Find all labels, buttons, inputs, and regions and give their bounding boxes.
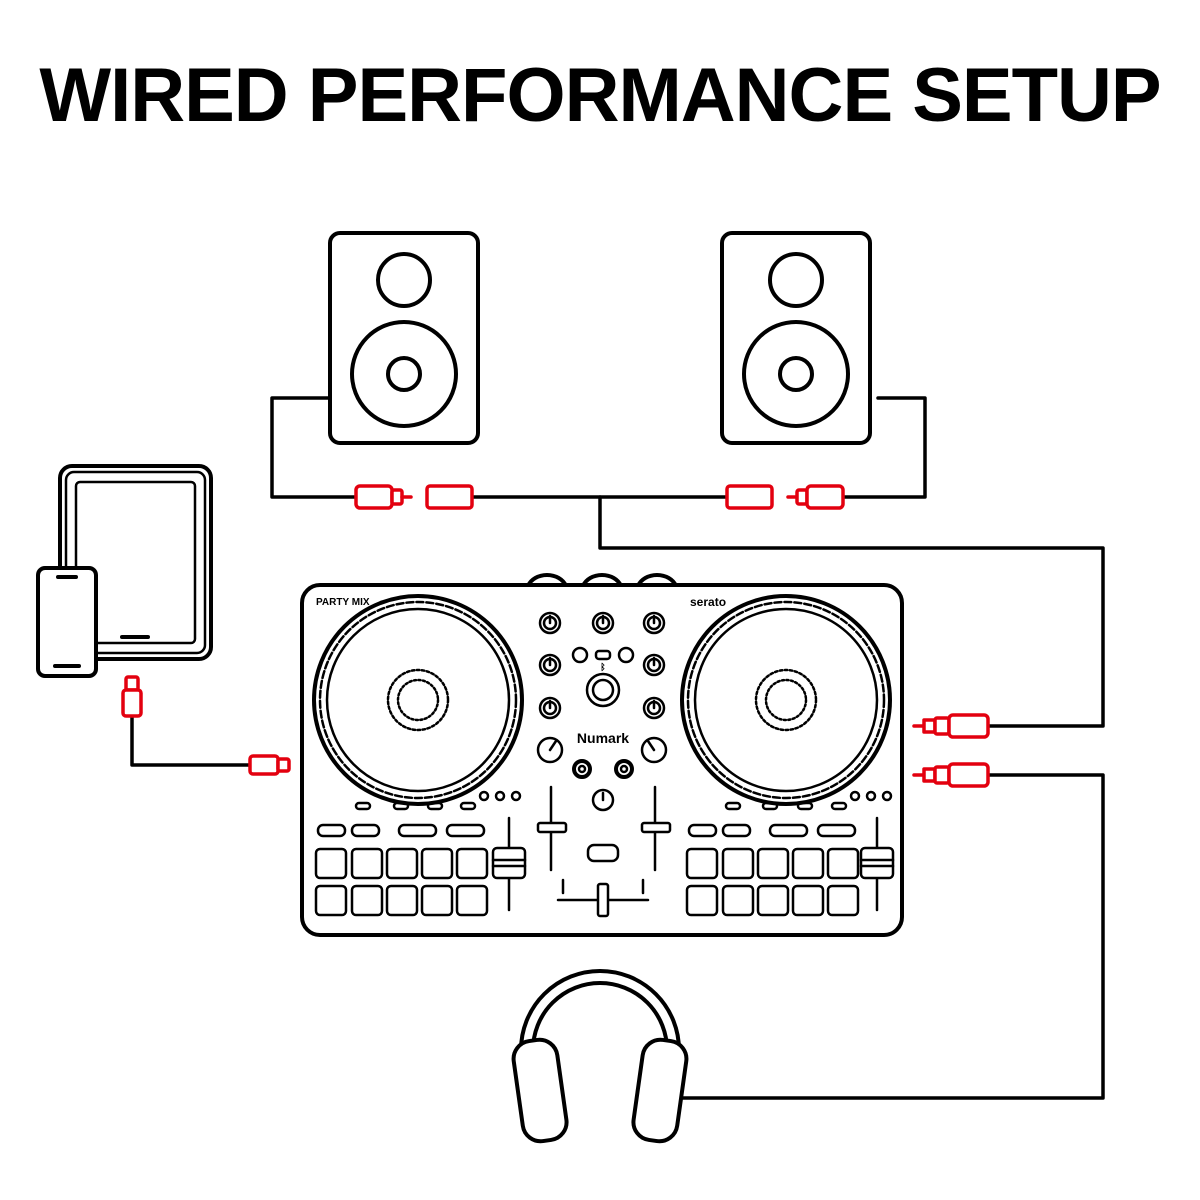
knob <box>591 611 615 635</box>
filter-knob <box>640 736 668 764</box>
right-speaker-cable <box>840 396 927 499</box>
bluetooth-icon: ᛒ <box>600 662 605 672</box>
page-title: WIRED PERFORMANCE SETUP <box>39 53 1161 138</box>
phone <box>36 566 98 678</box>
pitch-fader-left[interactable] <box>491 816 527 912</box>
channel-fader-right[interactable] <box>640 785 672 872</box>
load-button-right[interactable] <box>614 759 634 779</box>
headphone-cable <box>680 773 1105 1100</box>
filter-knob <box>536 736 564 764</box>
knob <box>642 611 666 635</box>
load-button-left[interactable] <box>572 759 592 779</box>
left-rca-female-plug <box>425 484 474 510</box>
browse-knob <box>585 672 621 708</box>
right-jog-wheel[interactable] <box>680 594 892 806</box>
left-rca-male-plug <box>354 484 413 510</box>
right-speaker <box>720 231 872 445</box>
knob <box>538 696 562 720</box>
headphones <box>511 969 689 1144</box>
brand-label: Numark <box>577 730 629 746</box>
master-knob <box>591 788 615 812</box>
master-out-cable <box>598 495 1105 728</box>
left-speaker <box>328 231 480 445</box>
usb-cable <box>130 714 252 767</box>
transport-buttons-left[interactable] <box>316 823 486 838</box>
knob <box>642 696 666 720</box>
usb-plug-controller-end <box>248 754 291 776</box>
performance-pads-left[interactable] <box>314 847 489 917</box>
left-jog-wheel[interactable] <box>312 594 524 806</box>
pitch-fader-right[interactable] <box>859 816 895 912</box>
software-label: serato <box>690 595 726 609</box>
mixer-knobs[interactable] <box>536 611 668 812</box>
knob <box>642 653 666 677</box>
master-out-jack <box>912 713 990 739</box>
channel-fader-left[interactable] <box>536 785 568 872</box>
right-rca-female-plug <box>725 484 774 510</box>
crossfader[interactable] <box>556 878 650 918</box>
usb-plug-phone-end <box>121 675 143 718</box>
headphone-out-jack <box>912 762 990 788</box>
controller-body <box>300 583 904 937</box>
dj-controller: PARTY MIX serato Numark <box>300 573 904 937</box>
knob <box>538 611 562 635</box>
cables <box>130 396 1105 1100</box>
right-rca-male-plug <box>786 484 845 510</box>
left-speaker-cable <box>270 396 358 499</box>
model-label: PARTY MIX <box>316 597 370 608</box>
knob <box>538 653 562 677</box>
transport-buttons-right[interactable] <box>687 823 857 838</box>
performance-pads-right[interactable] <box>685 847 860 917</box>
